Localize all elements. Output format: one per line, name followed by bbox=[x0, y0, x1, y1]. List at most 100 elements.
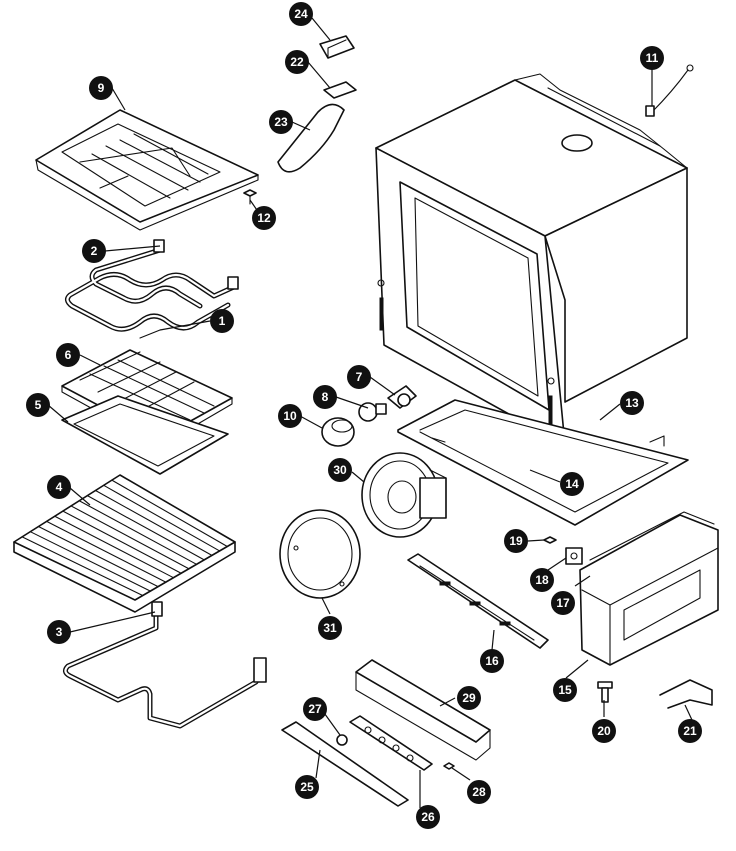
oven-bottom-panel bbox=[397, 399, 689, 526]
wire-harness bbox=[645, 64, 694, 117]
callout-9: 9 bbox=[89, 76, 113, 100]
screw-19 bbox=[543, 536, 557, 544]
callout-30: 30 bbox=[328, 458, 352, 482]
callout-12: 12 bbox=[252, 206, 276, 230]
svg-text:10: 10 bbox=[283, 409, 297, 423]
callout-26: 26 bbox=[416, 805, 440, 829]
callout-18: 18 bbox=[530, 568, 554, 592]
svg-text:30: 30 bbox=[333, 463, 347, 477]
callout-22: 22 bbox=[285, 50, 309, 74]
rack-wire bbox=[21, 536, 144, 597]
screw-28 bbox=[443, 762, 455, 770]
control-housing bbox=[355, 659, 491, 761]
rack-wire bbox=[54, 515, 175, 579]
control-switch-block bbox=[349, 715, 433, 771]
rack-wire bbox=[103, 484, 221, 552]
callout-14: 14 bbox=[560, 472, 584, 496]
callout-28: 28 bbox=[467, 780, 491, 804]
oven-rack bbox=[13, 474, 236, 613]
svg-text:22: 22 bbox=[290, 55, 304, 69]
control-panel-trim bbox=[281, 721, 409, 807]
svg-text:23: 23 bbox=[274, 115, 288, 129]
callout-6: 6 bbox=[56, 343, 80, 367]
knob-27 bbox=[336, 734, 348, 746]
svg-text:7: 7 bbox=[356, 370, 363, 384]
callout-5: 5 bbox=[26, 393, 50, 417]
svg-text:21: 21 bbox=[683, 724, 697, 738]
svg-text:19: 19 bbox=[509, 534, 523, 548]
rack-wire bbox=[37, 525, 159, 588]
rack-wire bbox=[94, 489, 213, 556]
rack-wire bbox=[62, 510, 182, 574]
callout-27: 27 bbox=[303, 697, 327, 721]
storage-drawer bbox=[579, 511, 719, 666]
callout-19: 19 bbox=[504, 529, 528, 553]
svg-text:9: 9 bbox=[98, 81, 105, 95]
svg-text:8: 8 bbox=[322, 390, 329, 404]
svg-text:5: 5 bbox=[35, 398, 42, 412]
callout-1: 1 bbox=[210, 309, 234, 333]
rack-wire bbox=[111, 479, 228, 548]
light-bulb bbox=[358, 402, 387, 422]
svg-text:18: 18 bbox=[535, 573, 549, 587]
callout-17: 17 bbox=[551, 591, 575, 615]
callout-11: 11 bbox=[640, 46, 664, 70]
callout-24: 24 bbox=[289, 2, 313, 26]
svg-text:12: 12 bbox=[257, 211, 271, 225]
svg-text:28: 28 bbox=[472, 785, 486, 799]
callout-3: 3 bbox=[47, 620, 71, 644]
leveling-leg bbox=[597, 681, 613, 703]
callout-16: 16 bbox=[480, 649, 504, 673]
oven-cavity bbox=[375, 73, 688, 446]
svg-text:25: 25 bbox=[300, 780, 314, 794]
light-lens bbox=[321, 417, 355, 447]
callout-20: 20 bbox=[592, 719, 616, 743]
rack-wire bbox=[46, 520, 167, 583]
svg-text:14: 14 bbox=[565, 477, 579, 491]
vent-block bbox=[319, 35, 355, 59]
convection-fan bbox=[361, 452, 447, 538]
callout-21: 21 bbox=[678, 719, 702, 743]
callout-23: 23 bbox=[269, 110, 293, 134]
callout-2: 2 bbox=[82, 239, 106, 263]
callout-13: 13 bbox=[620, 391, 644, 415]
callout-7: 7 bbox=[347, 365, 371, 389]
fan-cover bbox=[279, 509, 361, 599]
callout-10: 10 bbox=[278, 404, 302, 428]
vent-clip bbox=[323, 81, 357, 99]
svg-text:3: 3 bbox=[56, 625, 63, 639]
svg-text:27: 27 bbox=[308, 702, 322, 716]
callout-8: 8 bbox=[313, 385, 337, 409]
front-bracket bbox=[407, 553, 549, 649]
svg-text:2: 2 bbox=[91, 244, 98, 258]
broil-pan bbox=[61, 395, 229, 475]
callout-29: 29 bbox=[457, 686, 481, 710]
svg-text:20: 20 bbox=[597, 724, 611, 738]
svg-text:1: 1 bbox=[219, 314, 226, 328]
svg-text:24: 24 bbox=[294, 7, 308, 21]
svg-text:6: 6 bbox=[65, 348, 72, 362]
light-socket bbox=[387, 385, 417, 409]
rack-wire bbox=[70, 505, 190, 570]
callout-15: 15 bbox=[553, 678, 577, 702]
rack-wire bbox=[86, 495, 205, 561]
broiler-pan-cover bbox=[35, 109, 259, 231]
callout-4: 4 bbox=[47, 475, 71, 499]
leader-lines bbox=[47, 17, 693, 808]
svg-text:4: 4 bbox=[56, 480, 63, 494]
svg-text:11: 11 bbox=[646, 51, 659, 65]
rack-wire bbox=[78, 500, 198, 565]
callouts: 1 2 3 4 5 6 7 8 9 10 11 12 13 14 15 16 1… bbox=[26, 2, 702, 829]
callout-31: 31 bbox=[318, 616, 342, 640]
rack-wire bbox=[29, 531, 151, 592]
anti-tip-bracket bbox=[659, 679, 713, 709]
svg-text:31: 31 bbox=[323, 621, 337, 635]
vent-duct bbox=[277, 103, 345, 173]
svg-text:17: 17 bbox=[556, 596, 570, 610]
bake-element bbox=[62, 601, 267, 729]
svg-text:26: 26 bbox=[421, 810, 435, 824]
screw-12 bbox=[243, 189, 257, 205]
clip-18 bbox=[565, 547, 583, 565]
svg-text:13: 13 bbox=[625, 396, 639, 410]
